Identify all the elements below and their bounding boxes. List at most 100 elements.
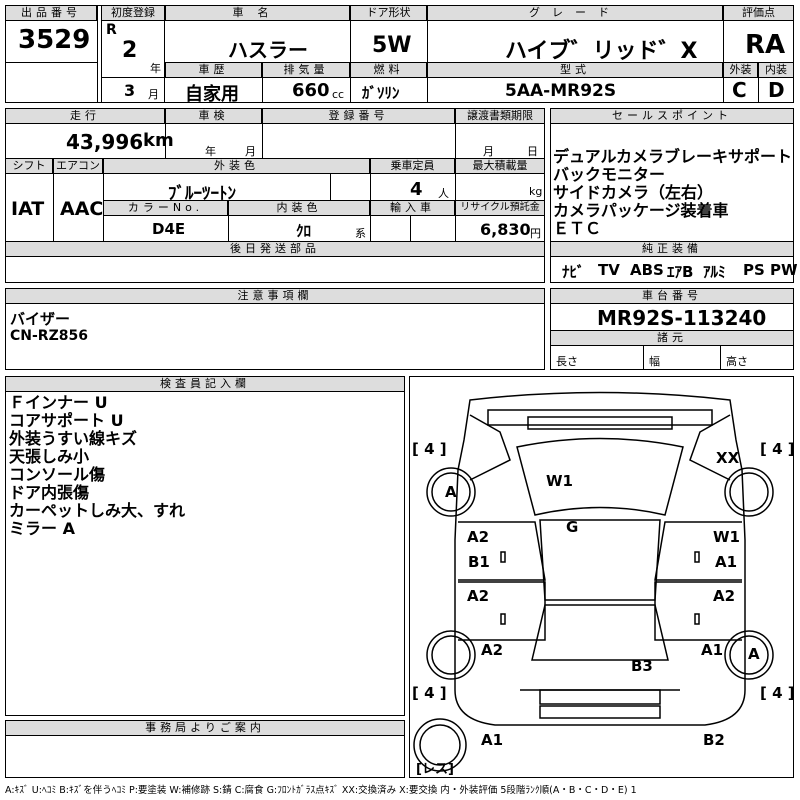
equipment-item: TV (598, 261, 620, 279)
reg-year: 2 (122, 38, 138, 63)
equipment-label: 純正装備 (550, 241, 794, 257)
tire-depth-rear-left: [ 4 ] (412, 684, 447, 702)
door-type: 5W (372, 33, 412, 58)
divider (330, 174, 331, 200)
color-label: 外装色 (103, 158, 370, 174)
divider (643, 346, 644, 370)
color-no-label: カラーNo. (103, 200, 228, 216)
load-label: 最大積載量 (455, 158, 545, 174)
inspector-line: ミラー A (9, 519, 75, 538)
import-label: 輸入車 (370, 200, 455, 216)
load-unit: kg (529, 185, 543, 198)
damage-mark: A2 (713, 587, 736, 605)
reg-month: 3 (124, 81, 136, 100)
month-unit: 月 (148, 88, 159, 101)
ac-label: エアコン (53, 158, 103, 174)
tire-depth-front-left: [ 4 ] (412, 440, 447, 458)
office-label: 事務局よりご案内 (5, 720, 405, 736)
inspection-month-unit: 月 (245, 145, 256, 158)
recycle-label: リサイクル預託金 (455, 200, 545, 216)
inspector-line: 天張しみ小 (9, 447, 90, 466)
divider (350, 5, 351, 103)
damage-mark: A1 (701, 641, 724, 659)
equipment-item: ｱﾙﾐ (703, 263, 726, 281)
displacement-value: 660 (292, 80, 330, 101)
legend: A:ｷｽﾞ U:ﾍｺﾐ B:ｷｽﾞを伴うﾍｺﾐ P:要塗装 W:補修跡 S:錆 … (5, 785, 637, 796)
divider (103, 158, 104, 241)
lot-number: 3529 (18, 25, 91, 55)
damage-mark: A (445, 483, 457, 501)
first-reg-label: 初度登録 (101, 5, 165, 21)
equipment-item: PS (743, 261, 765, 279)
divider (720, 346, 721, 370)
inspector-line: Ｆインナー U (9, 393, 108, 412)
shift-label: シフト (5, 158, 53, 174)
fuel-label: 燃料 (350, 62, 427, 78)
length-label: 長さ (556, 355, 578, 368)
displacement-unit: cc (332, 88, 345, 101)
inspection-year-unit: 年 (205, 145, 216, 158)
sales-line: デュアルカメラブレーキサポート (553, 147, 793, 166)
grade-label: グレード (427, 5, 723, 21)
tire-depth-front-right: [ 4 ] (760, 440, 795, 458)
divider (101, 77, 165, 78)
divider (427, 5, 428, 62)
width-label: 幅 (649, 355, 660, 368)
inspector-label: 検査員記入欄 (5, 376, 405, 392)
divider (455, 158, 456, 241)
model-label: 型式 (427, 62, 723, 78)
divider (427, 62, 428, 103)
inspection-label: 車検 (165, 108, 262, 124)
door-label: ドア形状 (350, 5, 427, 21)
sales-line: ＥＴＣ (553, 219, 602, 238)
inspector-line: ドア内張傷 (9, 483, 90, 502)
damage-mark: A2 (467, 528, 490, 546)
fuel-value: ｶﾞｿﾘﾝ (362, 84, 400, 102)
recycle-unit: 円 (530, 227, 541, 240)
damage-mark: A1 (715, 553, 738, 571)
mileage-unit: km (143, 130, 174, 151)
year-unit: 年 (150, 62, 161, 75)
damage-mark: W1 (713, 528, 740, 546)
sales-line: サイドカメラ（左右） (553, 183, 714, 202)
inspector-line: コンソール傷 (9, 465, 106, 484)
divider (262, 62, 263, 103)
divider (758, 62, 759, 103)
shift-value: IAT (11, 198, 45, 220)
divider (262, 108, 263, 158)
equipment-item: ｴｱB (667, 263, 694, 281)
damage-mark: G (566, 518, 579, 536)
notes-label: 注意事項欄 (5, 288, 545, 304)
divider (723, 5, 724, 103)
score-value: RA (745, 30, 786, 60)
damage-mark: XX (716, 449, 740, 467)
capacity-unit: 人 (438, 187, 449, 200)
divider (455, 108, 456, 158)
model-value: 5AA-MR92S (505, 81, 617, 101)
grade-value: ハイブ゛リッド゛X (505, 39, 698, 64)
sales-line: カメラパッケージ装着車 (553, 201, 729, 220)
mileage-value: 43,996 (66, 130, 144, 154)
inspector-line: コアサポート U (9, 411, 124, 430)
damage-mark: B1 (468, 553, 490, 571)
equipment-item: ABS (630, 261, 664, 279)
diagram-box (409, 376, 794, 778)
damage-mark: B3 (631, 657, 653, 675)
damage-mark: W1 (546, 472, 573, 490)
color-value: ﾌﾞﾙｰﾂｰﾄﾝ (168, 184, 236, 204)
first-reg-cell (101, 20, 165, 103)
divider (97, 5, 98, 103)
dims-label: 諸元 (550, 330, 794, 346)
transfer-month-unit: 月 (483, 145, 494, 158)
capacity-label: 乗車定員 (370, 158, 455, 174)
notes-line: バイザー (10, 310, 71, 328)
notes-line: CN-RZ856 (10, 328, 88, 344)
equipment-item: ﾅﾋﾞ (562, 263, 585, 281)
capacity-value: 4 (410, 179, 423, 200)
transfer-day-unit: 日 (527, 145, 538, 158)
car-name: ハスラー (228, 38, 308, 62)
transfer-label: 譲渡書類期限 (455, 108, 545, 124)
damage-mark: A2 (467, 587, 490, 605)
lot-label: 出品番号 (5, 5, 97, 21)
